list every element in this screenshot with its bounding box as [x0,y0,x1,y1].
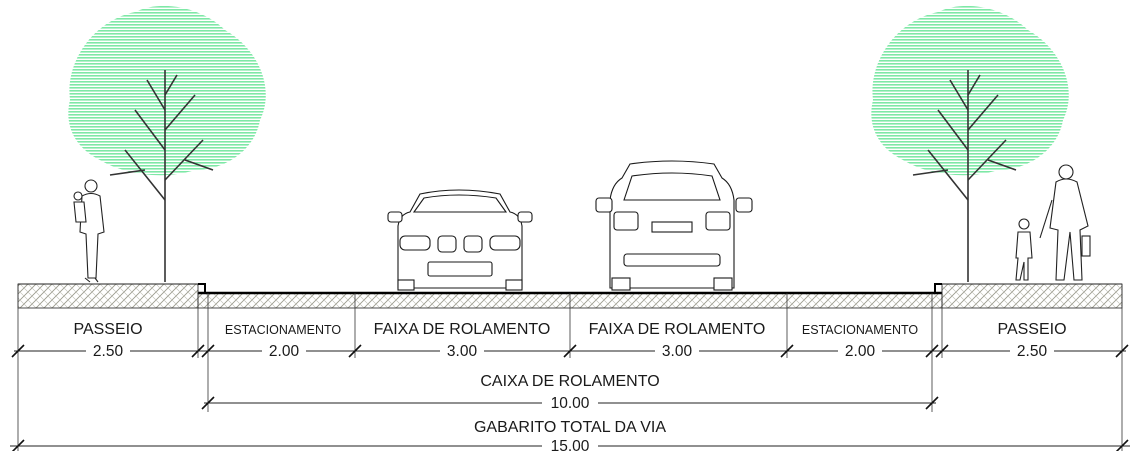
segment-value: 3.00 [662,343,693,360]
caixa-dimension-line [201,394,939,410]
suv-rear-icon [595,160,753,291]
tree-icon [871,5,1069,282]
segment-value: 2.50 [93,343,124,360]
caixa-value: 10.00 [551,395,590,412]
right-sidewalk [941,283,1123,309]
pedestrian-icon [73,179,105,283]
gabarito-value: 15.00 [551,438,590,451]
gabarito-dimension-line [10,438,1130,451]
segment-label: FAIXA DE ROLAMENTO [374,321,551,338]
tree-icon [68,5,266,282]
left-sidewalk [17,283,199,309]
segment-label: PASSEIO [73,321,142,338]
segment-value: 2.50 [1017,343,1048,360]
segment-value: 3.00 [447,343,478,360]
segment-dividers [17,284,1123,451]
car-front-icon [387,189,533,291]
segment-value: 2.00 [269,343,300,360]
segment-label: ESTACIONAMENTO [225,323,341,337]
pedestrian-icon [1015,164,1091,281]
caixa-label: CAIXA DE ROLAMENTO [480,373,659,390]
gabarito-label: GABARITO TOTAL DA VIA [474,419,666,436]
segment-dimension-line [11,342,1129,358]
segment-label: PASSEIO [997,321,1066,338]
segment-label: ESTACIONAMENTO [802,323,918,337]
segment-value: 2.00 [845,343,876,360]
segment-label: FAIXA DE ROLAMENTO [589,321,766,338]
